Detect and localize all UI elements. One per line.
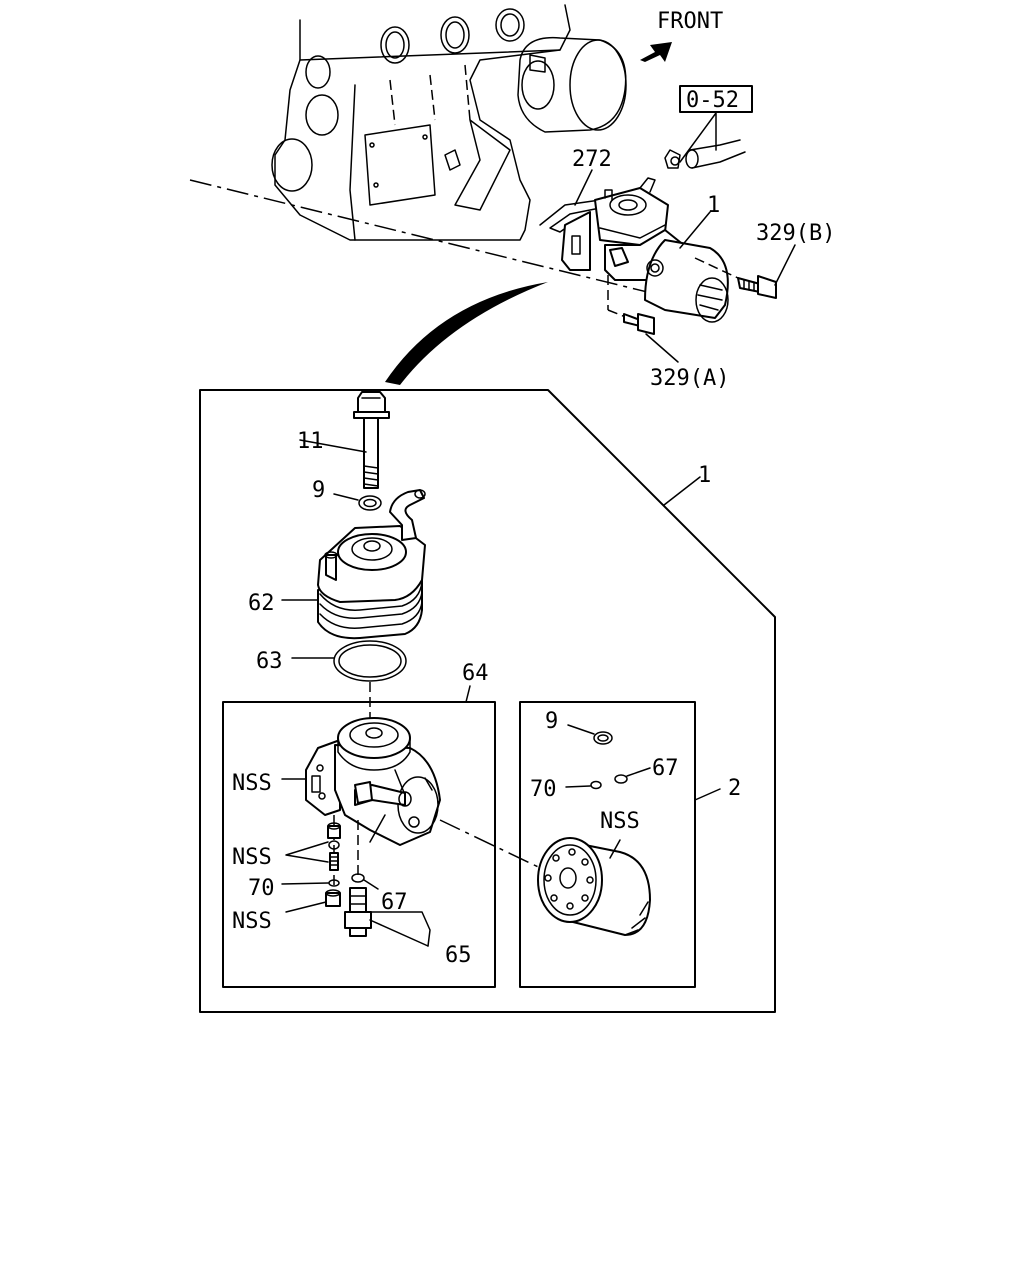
part-9-washer[interactable]: 9	[312, 478, 382, 511]
part-62-oil-cooler[interactable]: 62	[248, 489, 426, 640]
arrow-icon	[640, 42, 672, 62]
label-70-right: 70	[530, 777, 557, 802]
callout-70-left[interactable]: 70	[248, 876, 329, 901]
front-arrow: FRONT	[640, 9, 723, 62]
label-67-left: 67	[381, 890, 408, 915]
label-64: 64	[462, 661, 489, 686]
label-63: 63	[256, 649, 283, 674]
part-11-bolt[interactable]: 11	[297, 391, 390, 489]
detail-arrow	[385, 282, 548, 385]
callout-1-top[interactable]: 1	[679, 193, 720, 249]
label-272: 272	[572, 147, 612, 172]
label-67-right: 67	[652, 756, 679, 781]
filter-cartridge[interactable]: NSS	[537, 809, 651, 936]
callout-nss-plug[interactable]: NSS	[232, 901, 327, 934]
ref-0-52[interactable]: 0-52	[664, 85, 753, 169]
label-329b: 329(B)	[756, 221, 835, 246]
label-62: 62	[248, 591, 275, 616]
label-11: 11	[297, 429, 324, 454]
label-nss-bolts: NSS	[232, 845, 272, 870]
box-64	[222, 701, 496, 988]
label-9-right: 9	[545, 709, 558, 734]
ref-0-52-label: 0-52	[686, 88, 739, 113]
label-nss-bracket: NSS	[232, 771, 272, 796]
label-1-frame: 1	[698, 463, 711, 488]
label-65: 65	[445, 943, 472, 968]
engine-block	[271, 4, 627, 241]
label-nss-filter: NSS	[600, 809, 640, 834]
oil-filter-assembly-top	[539, 177, 739, 323]
part-9-right[interactable]: 9	[545, 709, 613, 745]
small-parts-64[interactable]	[325, 822, 372, 937]
callout-nss-bolts[interactable]: NSS	[232, 841, 329, 870]
front-label: FRONT	[657, 9, 723, 34]
label-2: 2	[728, 776, 741, 801]
callout-272[interactable]: 272	[572, 147, 612, 206]
part-67-right[interactable]: 67	[614, 756, 679, 784]
callout-65[interactable]: 65	[369, 911, 472, 968]
part-63-gasket[interactable]: 63	[256, 640, 407, 682]
label-9-left: 9	[312, 478, 325, 503]
label-1-top: 1	[707, 193, 720, 218]
callout-64[interactable]: 64	[462, 661, 489, 703]
box-2	[519, 701, 696, 988]
callout-1-frame[interactable]: 1	[663, 463, 711, 506]
callout-nss-bracket[interactable]: NSS	[232, 771, 307, 796]
label-329a: 329(A)	[650, 366, 729, 391]
part-70-right[interactable]: 70	[530, 777, 602, 802]
callout-67-left[interactable]: 67	[363, 879, 408, 915]
filter-head-housing	[305, 717, 441, 846]
bolt-329a[interactable]: 329(A)	[623, 313, 729, 391]
label-70-left: 70	[248, 876, 275, 901]
callout-2[interactable]: 2	[694, 776, 741, 801]
ref-box	[679, 85, 753, 113]
label-nss-plug: NSS	[232, 909, 272, 934]
detail-frame	[199, 389, 776, 1013]
bolt-329b[interactable]: 329(B)	[737, 221, 835, 299]
